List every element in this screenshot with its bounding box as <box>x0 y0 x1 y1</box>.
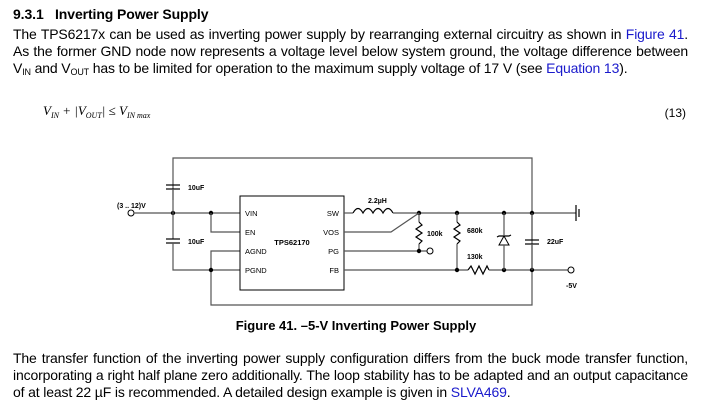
inductor-label: 2.2µH <box>368 198 387 205</box>
figure-caption: Figure 41. –5-V Inverting Power Supply <box>235 318 477 333</box>
r-top-label: 680k <box>467 228 483 235</box>
text: . As the former GND node now represents … <box>13 26 688 76</box>
pin-pg: PG <box>328 247 339 256</box>
cap-out-label: 22uF <box>547 239 564 246</box>
section-heading: 9.3.1 Inverting Power Supply <box>13 6 209 22</box>
eq-sub: OUT <box>85 111 102 120</box>
cap-bottom-label: 10uF <box>188 239 205 246</box>
equation-number: (13) <box>664 106 686 120</box>
eq-sub: IN <box>50 111 59 120</box>
wire-vos <box>344 212 420 233</box>
pg-terminal <box>426 247 434 255</box>
diode-bar <box>496 234 512 238</box>
r-pullup-label: 100k <box>427 231 443 238</box>
input-terminal <box>127 209 135 217</box>
wire-en <box>210 213 240 233</box>
eq-sub: IN max <box>126 111 151 120</box>
equation: VIN + |VOUT| ≤ VIN max <box>43 103 151 120</box>
cap-top-label: 10uF <box>188 185 205 192</box>
intro-paragraph: The TPS6217x can be used as inverting po… <box>13 26 688 77</box>
pin-pgnd: PGND <box>245 266 267 275</box>
subscript: IN <box>22 67 31 77</box>
inductor <box>352 207 394 215</box>
node-dot <box>208 267 214 273</box>
eq-var: V <box>77 103 86 118</box>
schottky-diode-icon <box>498 234 510 246</box>
r-bottom-label: 130k <box>467 254 483 261</box>
eq-var: V <box>119 103 127 118</box>
text: ). <box>619 60 628 76</box>
section-number: 9.3.1 <box>13 6 44 22</box>
resistor-100k <box>414 221 424 245</box>
ic-name: TPS62170 <box>274 238 309 247</box>
text: The TPS6217x can be used as inverting po… <box>13 26 626 42</box>
resistor-130k <box>467 264 490 276</box>
pin-en: EN <box>245 228 255 237</box>
eq-op: | ≤ <box>101 103 119 118</box>
figure-41-link[interactable]: Figure 41 <box>625 26 685 42</box>
text: and V <box>30 60 71 76</box>
pin-vos: VOS <box>323 228 339 237</box>
wire-pgnd <box>172 243 240 271</box>
pin-sw: SW <box>327 209 340 218</box>
output-voltage-label: -5V <box>566 283 577 290</box>
equation-13-link[interactable]: Equation 13 <box>546 60 620 76</box>
text: The transfer function of the inverting p… <box>13 350 688 400</box>
pin-agnd: AGND <box>245 247 267 256</box>
output-terminal <box>567 266 575 274</box>
subscript: OUT <box>70 67 90 77</box>
eq-op: + | <box>58 103 78 118</box>
ic-box <box>239 195 345 291</box>
node-dot <box>416 248 422 254</box>
transfer-function-paragraph: The transfer function of the inverting p… <box>13 350 688 401</box>
text: . <box>506 384 511 400</box>
node-dot <box>454 267 460 273</box>
pin-vin: VIN <box>245 209 258 218</box>
text: has to be limited for operation to the m… <box>89 60 547 76</box>
resistor-680k <box>452 221 462 245</box>
wire-agnd <box>210 250 240 271</box>
eq-var: V <box>43 103 51 118</box>
slva469-link[interactable]: SLVA469 <box>450 384 507 400</box>
input-voltage-label: (3 .. 12)V <box>117 203 146 210</box>
section-title: Inverting Power Supply <box>55 6 209 22</box>
pin-fb: FB <box>329 266 339 275</box>
